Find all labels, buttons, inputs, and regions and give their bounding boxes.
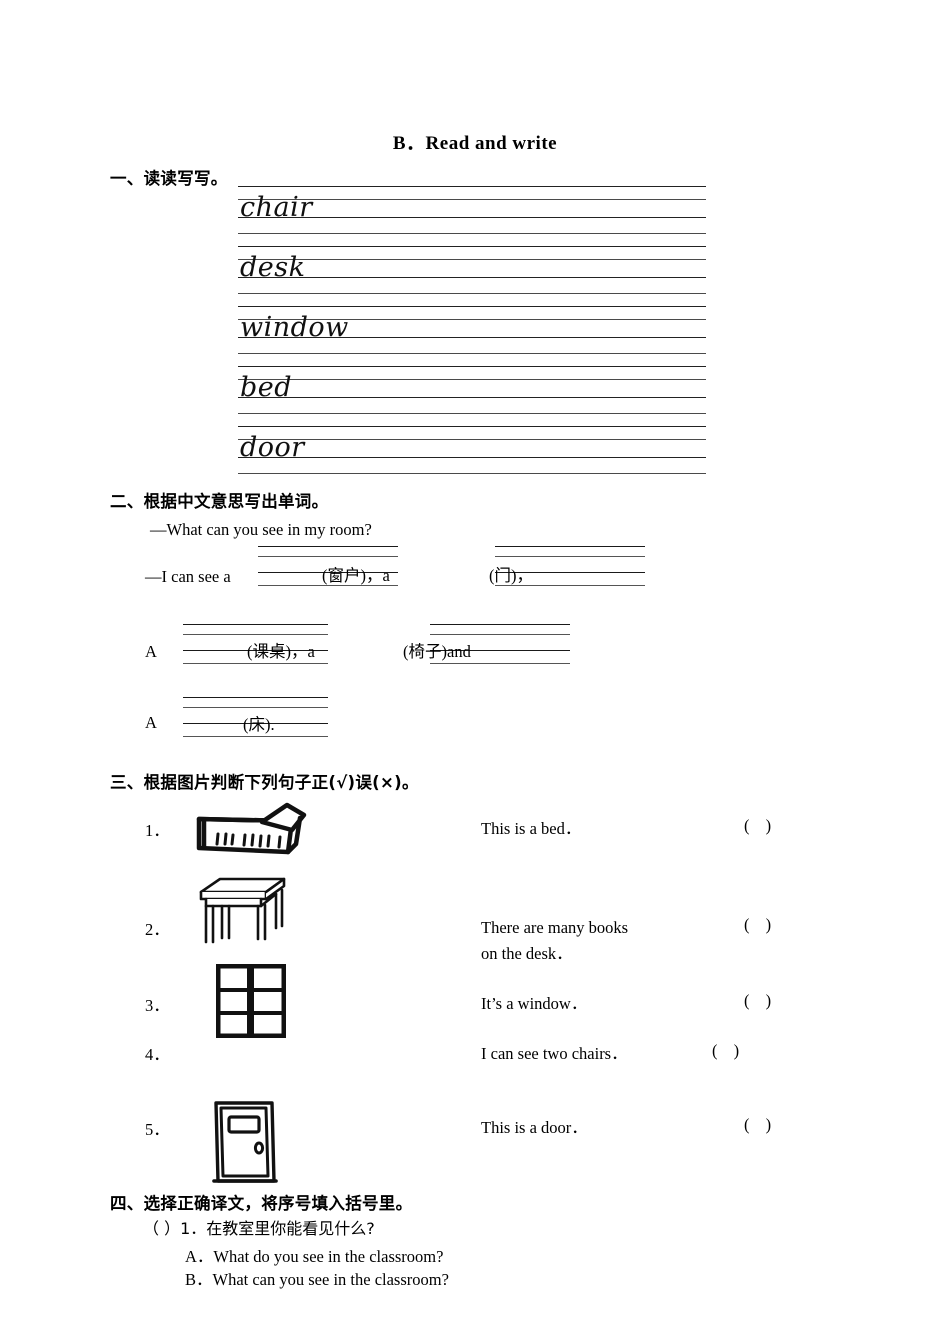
staff-line-bottom	[238, 233, 706, 234]
question-sentence: It’s a window．	[481, 994, 588, 1013]
blank-line-top	[495, 546, 645, 548]
blank-line-upper-mid	[495, 556, 645, 557]
staff-line-bottom	[238, 413, 706, 414]
blank-line-bed[interactable]	[183, 697, 328, 737]
blank-line-bottom	[495, 585, 645, 586]
staff-line-baseline	[238, 457, 706, 459]
page-title: B．Read and write	[392, 133, 558, 154]
blank-line-bottom	[183, 736, 328, 737]
door-illustration	[210, 1093, 282, 1185]
blank-line-baseline	[258, 572, 398, 574]
staff-line-baseline	[238, 397, 706, 399]
blank-line-top	[183, 697, 328, 699]
desk-illustration	[198, 872, 288, 948]
handwriting-word: door	[240, 432, 305, 463]
question-sentence: This is a bed．	[481, 819, 582, 838]
blank-line-upper-mid	[430, 634, 570, 635]
section-2-heading: 二、根据中文意思写出单词。	[110, 492, 329, 511]
staff-line-upper-mid	[238, 439, 706, 440]
handwriting-staff-desk: desk	[238, 246, 706, 306]
blank-line-upper-mid	[183, 634, 328, 635]
question-1-number: （ ）1．	[143, 1219, 207, 1238]
staff-line-bottom	[238, 473, 706, 474]
hint-door: (门)，	[489, 566, 533, 585]
section-3-heading: 三、根据图片判断下列句子正(√)误(×)。	[110, 773, 419, 792]
staff-line-top	[238, 366, 706, 368]
blank-line-baseline	[183, 723, 328, 725]
answer-bracket[interactable]: ( )	[744, 1115, 778, 1134]
blank-line-top	[258, 546, 398, 548]
question-number: 4．	[145, 1045, 170, 1064]
blank-line-upper-mid	[183, 707, 328, 708]
question-number: 5．	[145, 1120, 170, 1139]
hint-window: (窗户)，a	[322, 566, 390, 585]
section-1-heading: 一、读读写写。	[110, 169, 228, 188]
hint-chair: (椅子)and	[403, 642, 471, 661]
blank-line-top	[430, 624, 570, 626]
blank-line-door[interactable]	[495, 546, 645, 586]
window-illustration	[216, 964, 286, 1038]
answer-bracket[interactable]: ( )	[712, 1041, 746, 1060]
answer-bracket[interactable]: ( )	[744, 915, 778, 934]
blank-line-baseline	[430, 650, 570, 652]
handwriting-practice-block: chair desk window bed	[238, 186, 706, 486]
section-2-answer-prefix: —I can see a	[145, 567, 231, 586]
question-1-bracket[interactable]: （ ）1．在教室里你能看见什么?	[143, 1217, 375, 1240]
blank-line-bottom	[430, 663, 570, 664]
bed-illustration	[192, 798, 310, 860]
staff-line-baseline	[238, 277, 706, 279]
answer-bracket[interactable]: ( )	[744, 991, 778, 1010]
staff-line-baseline	[238, 217, 706, 219]
staff-line-upper-mid	[238, 379, 706, 380]
hint-bed: (床).	[243, 715, 275, 734]
blank-line-upper-mid	[258, 556, 398, 557]
staff-line-upper-mid	[238, 199, 706, 200]
section-2-question-line: —What can you see in my room?	[150, 520, 372, 539]
staff-line-baseline	[238, 337, 706, 339]
handwriting-staff-window: window	[238, 306, 706, 366]
staff-line-upper-mid	[238, 259, 706, 260]
staff-line-bottom	[238, 293, 706, 294]
question-number: 1．	[145, 821, 170, 840]
question-1-text: 在教室里你能看见什么?	[206, 1219, 375, 1238]
blank-line-bottom	[258, 585, 398, 586]
staff-line-bottom	[238, 353, 706, 354]
answer-bracket[interactable]: ( )	[744, 816, 778, 835]
question-number: 2．	[145, 920, 170, 939]
staff-line-upper-mid	[238, 319, 706, 320]
blank-line-window[interactable]	[258, 546, 398, 586]
section-2-row2-label: A	[145, 642, 157, 661]
question-1-option-b[interactable]: B．What can you see in the classroom?	[185, 1270, 449, 1289]
question-1-option-a[interactable]: A．What do you see in the classroom?	[185, 1247, 444, 1266]
handwriting-word: bed	[240, 372, 293, 403]
staff-line-top	[238, 246, 706, 248]
blank-line-bottom	[183, 663, 328, 664]
section-4-heading: 四、选择正确译文，将序号填入括号里。	[110, 1194, 413, 1213]
hint-desk: (课桌)，a	[247, 642, 315, 661]
question-number: 3．	[145, 996, 170, 1015]
handwriting-word: window	[240, 312, 349, 343]
handwriting-staff-door: door	[238, 426, 706, 486]
question-sentence: There are many books on the desk．	[481, 918, 629, 963]
staff-line-top	[238, 186, 706, 188]
staff-line-top	[238, 426, 706, 428]
blank-line-chair[interactable]	[430, 624, 570, 664]
blank-line-desk[interactable]	[183, 624, 328, 664]
question-sentence: This is a door．	[481, 1118, 588, 1137]
question-sentence: I can see two chairs．	[481, 1044, 628, 1063]
handwriting-word: desk	[240, 252, 306, 283]
handwriting-staff-chair: chair	[238, 186, 706, 246]
handwriting-staff-bed: bed	[238, 366, 706, 426]
staff-line-top	[238, 306, 706, 308]
handwriting-word: chair	[240, 192, 313, 223]
blank-line-baseline	[183, 650, 328, 652]
blank-line-baseline	[495, 572, 645, 574]
section-2-row3-label: A	[145, 713, 157, 732]
blank-line-top	[183, 624, 328, 626]
